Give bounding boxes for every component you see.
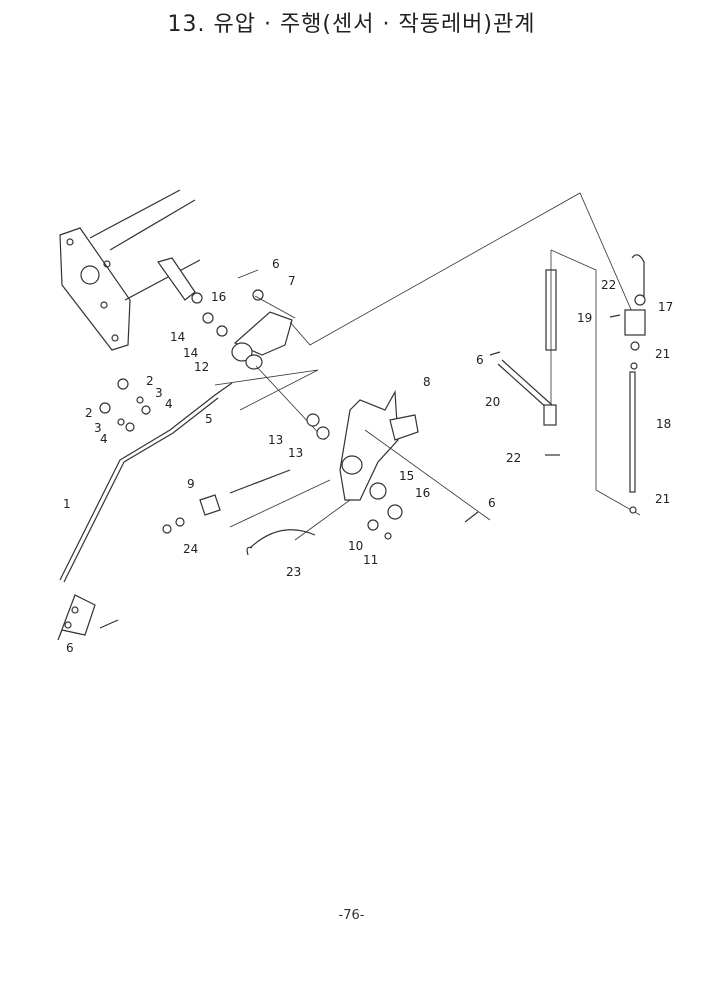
callout-4: 4 bbox=[165, 397, 173, 411]
callout-7: 7 bbox=[288, 274, 296, 288]
callout-14: 14 bbox=[183, 346, 198, 360]
callout-12: 12 bbox=[194, 360, 209, 374]
sensor-assembly bbox=[464, 249, 646, 523]
callout-9: 9 bbox=[187, 477, 195, 491]
callout-20: 20 bbox=[485, 395, 500, 409]
callout-19: 19 bbox=[577, 311, 592, 325]
rod-assembly bbox=[57, 378, 351, 641]
page-title: 13. 유압 · 주행(센서 · 작동레버)관계 bbox=[167, 12, 536, 37]
callout-21: 21 bbox=[655, 347, 670, 361]
shaft-assembly bbox=[157, 192, 641, 441]
callout-16: 16 bbox=[211, 290, 226, 304]
callout-23: 23 bbox=[286, 565, 301, 579]
callout-13: 13 bbox=[268, 433, 283, 447]
callout-6: 6 bbox=[66, 641, 74, 655]
callout-24: 24 bbox=[183, 542, 198, 556]
callout-2: 2 bbox=[85, 406, 93, 420]
lever bbox=[214, 369, 491, 540]
callout-labels: 6 7 16 14 14 12 2 3 4 2 3 4 5 8 6 19 22 … bbox=[63, 257, 673, 655]
callout-6: 6 bbox=[488, 496, 496, 510]
page-number: -76- bbox=[338, 908, 365, 923]
callout-3: 3 bbox=[94, 421, 102, 435]
callout-3: 3 bbox=[155, 386, 163, 400]
callout-14: 14 bbox=[170, 330, 185, 344]
base-plate bbox=[59, 189, 201, 351]
callout-10: 10 bbox=[348, 539, 363, 553]
callout-17: 17 bbox=[658, 300, 673, 314]
callout-5: 5 bbox=[205, 412, 213, 426]
callout-13: 13 bbox=[288, 446, 303, 460]
callout-11: 11 bbox=[363, 553, 378, 567]
callout-15: 15 bbox=[399, 469, 414, 483]
callout-18: 18 bbox=[656, 417, 671, 431]
callout-2: 2 bbox=[146, 374, 154, 388]
callout-6: 6 bbox=[476, 353, 484, 367]
callout-21: 21 bbox=[655, 492, 670, 506]
callout-8: 8 bbox=[423, 375, 431, 389]
callout-16: 16 bbox=[415, 486, 430, 500]
callout-1: 1 bbox=[63, 497, 71, 511]
callout-22: 22 bbox=[506, 451, 521, 465]
callout-6: 6 bbox=[272, 257, 280, 271]
callout-22: 22 bbox=[601, 278, 616, 292]
callout-4: 4 bbox=[100, 432, 108, 446]
